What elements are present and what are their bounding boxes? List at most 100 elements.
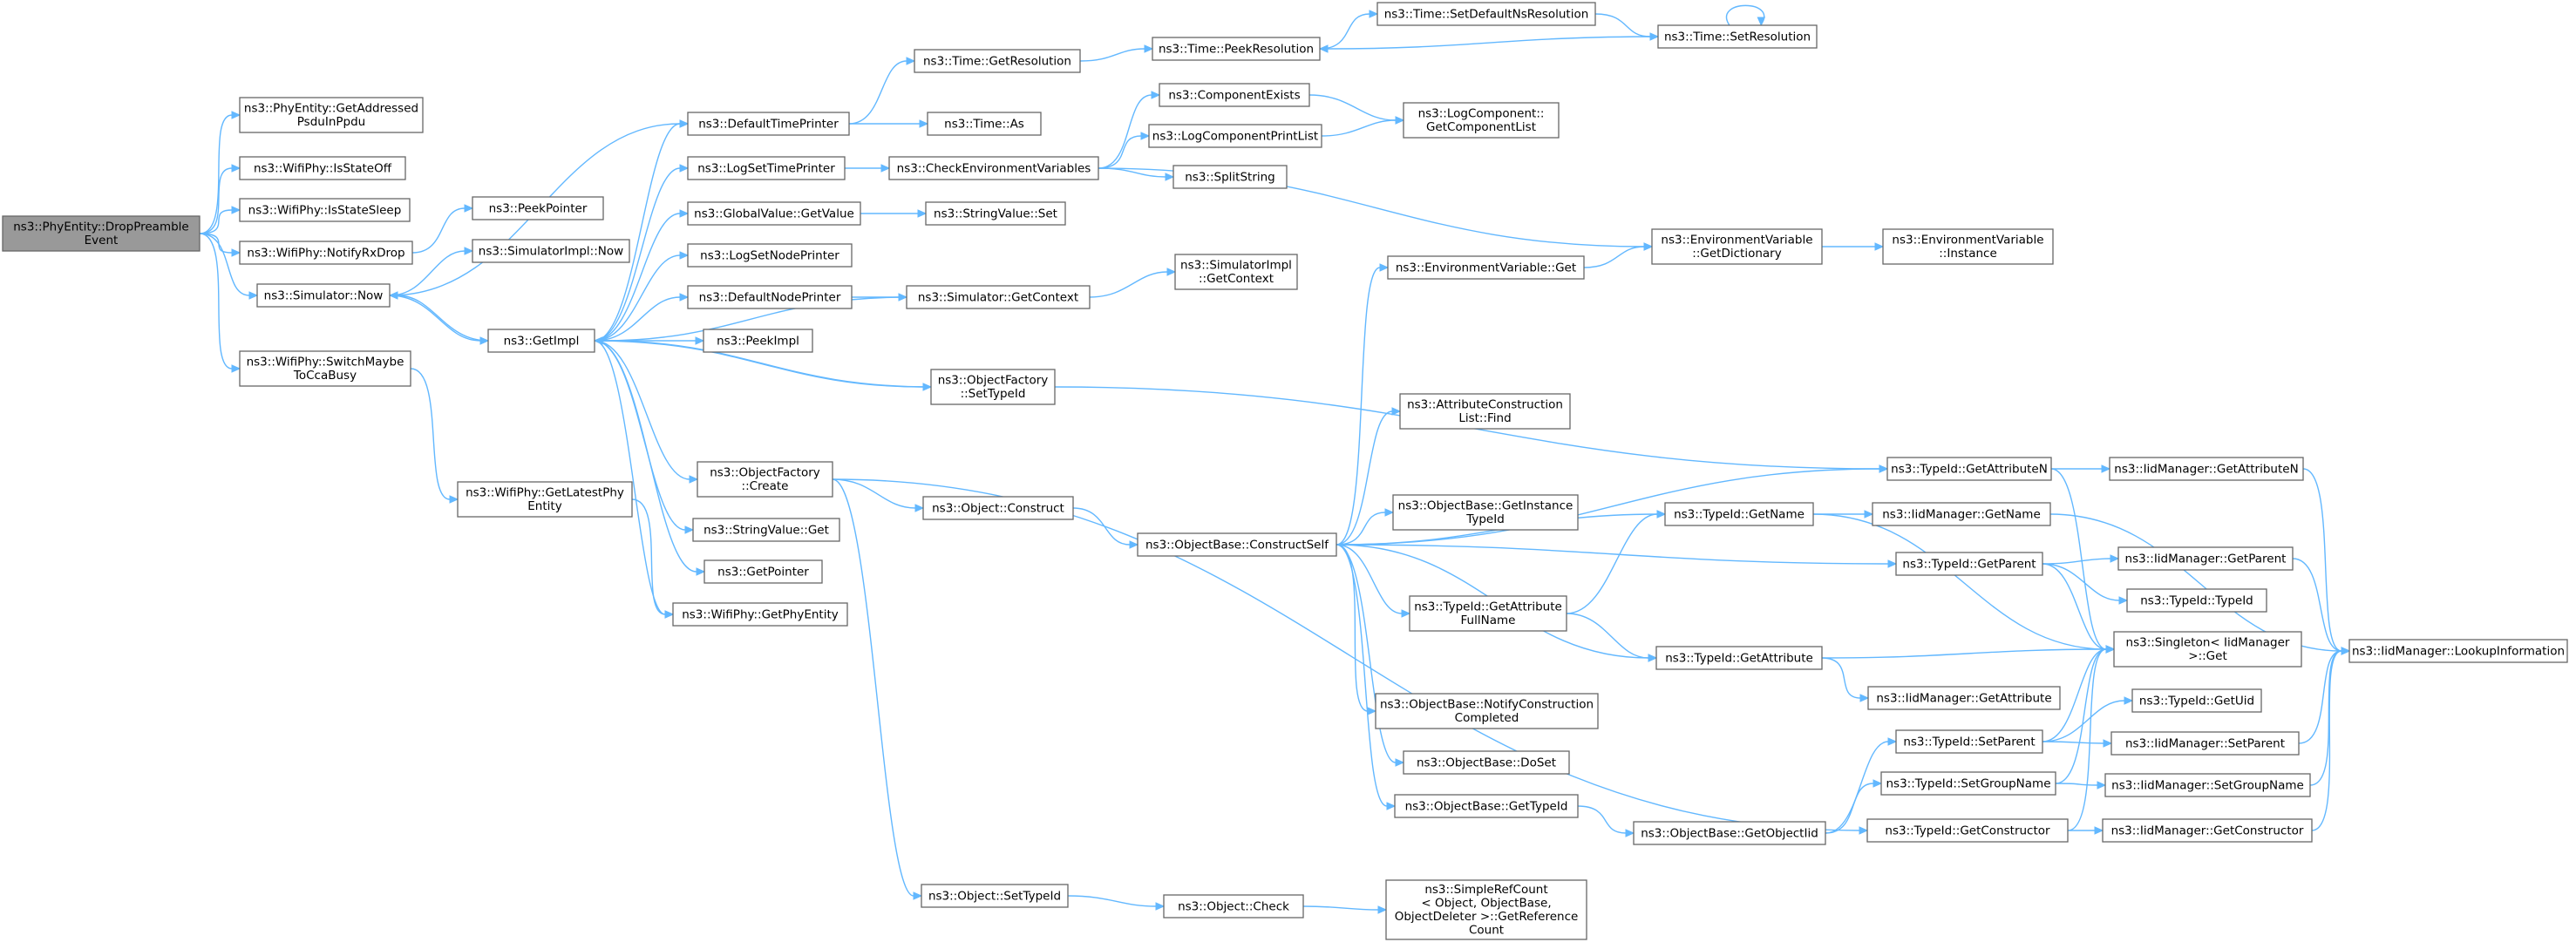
node-getPointer[interactable]: ns3::GetPointer (703, 559, 823, 584)
node-typeIdGetAttributeN[interactable]: ns3::TypeId::GetAttributeN (1886, 457, 2052, 481)
node-iidGetName[interactable]: ns3::IidManager::GetName (1872, 502, 2051, 526)
node-typeIdGetParent[interactable]: ns3::TypeId::GetParent (1895, 552, 2043, 576)
node-simImplNow[interactable]: ns3::SimulatorImpl::Now (472, 239, 630, 263)
node-label-singletonGet-0: ns3::Singleton< IidManager (2126, 636, 2290, 650)
node-typeIdTypeId[interactable]: ns3::TypeId::TypeId (2126, 588, 2267, 613)
node-isStateSleep[interactable]: ns3::WifiPhy::IsStateSleep (239, 198, 411, 222)
node-objectBaseGetObjectIid[interactable]: ns3::ObjectBase::GetObjectIid (1633, 821, 1826, 845)
call-edge-iidGetAttributeN-to-iidLookup (2302, 468, 2342, 652)
node-typeIdSetGroupName[interactable]: ns3::TypeId::SetGroupName (1880, 771, 2056, 796)
node-label-objectFactoryCreate-0: ns3::ObjectFactory (710, 466, 820, 480)
arrowhead-objectFactoryCreate-to-typeIdGetConstructor (1859, 826, 1869, 835)
node-label-peekPointer-0: ns3::PeekPointer (489, 201, 588, 215)
node-simImplGetContext[interactable]: ns3::SimulatorImpl::GetContext (1174, 254, 1298, 290)
node-logComponentPrintList[interactable]: ns3::LogComponentPrintList (1148, 124, 1322, 148)
node-timeGetResolution[interactable]: ns3::Time::GetResolution (914, 49, 1081, 73)
node-box-singletonGet (2113, 631, 2302, 668)
node-box-objectBaseGetTypeId (1394, 794, 1579, 818)
node-label-defaultNodePrinter-0: ns3::DefaultNodePrinter (699, 290, 841, 304)
arrowhead-getImpl-to-globalValueGet (679, 209, 690, 218)
node-iidGetAttribute[interactable]: ns3::IidManager::GetAttribute (1867, 686, 2061, 710)
node-iidGetConstructor[interactable]: ns3::IidManager::GetConstructor (2102, 818, 2313, 843)
node-box-logSetTimePrinter (687, 156, 846, 180)
node-objectFactoryCreate[interactable]: ns3::ObjectFactory::Create (697, 461, 833, 498)
node-iidGetParent[interactable]: ns3::IidManager::GetParent (2117, 546, 2294, 571)
node-iidSetGroupName[interactable]: ns3::IidManager::SetGroupName (2104, 773, 2311, 797)
arrowhead-getImpl-to-defaultTimePrinter (679, 119, 690, 128)
node-checkEnv[interactable]: ns3::CheckEnvironmentVariables (888, 156, 1099, 180)
node-notifyRxDrop[interactable]: ns3::WifiPhy::NotifyRxDrop (239, 241, 413, 265)
arrowhead-typeIdGetAttribute-to-iidGetAttribute (1859, 694, 1870, 702)
call-edge-getImpl-to-logSetNodePrinter (594, 254, 681, 342)
node-objectConstruct[interactable]: ns3::Object::Construct (922, 496, 1074, 520)
node-timePeekResolution[interactable]: ns3::Time::PeekResolution (1152, 37, 1321, 61)
node-box-peekPointer (472, 196, 604, 220)
node-objectBaseGetTypeId[interactable]: ns3::ObjectBase::GetTypeId (1394, 794, 1579, 818)
node-label-objectBaseGetInstance-1: TypeId (1465, 512, 1505, 526)
call-edge-timeSetDefaultNs-to-timeSetResolution (1594, 13, 1651, 37)
node-typeIdGetUid[interactable]: ns3::TypeId::GetUid (2131, 688, 2262, 713)
node-label-defaultTimePrinter-0: ns3::DefaultTimePrinter (698, 117, 839, 131)
node-box-isStateOff (239, 156, 406, 180)
node-envVarInstance[interactable]: ns3::EnvironmentVariable::Instance (1882, 228, 2054, 265)
node-logComponentGetList[interactable]: ns3::LogComponent::GetComponentList (1403, 102, 1560, 139)
call-edge-objectBaseConstructSelf-to-typeIdGetParent (1336, 544, 1889, 565)
node-componentExists[interactable]: ns3::ComponentExists (1159, 83, 1310, 107)
node-label-objectBaseNotify-0: ns3::ObjectBase::NotifyConstruction (1380, 698, 1594, 712)
node-timeSetResolution[interactable]: ns3::Time::SetResolution (1657, 24, 1818, 49)
node-iidGetAttributeN[interactable]: ns3::IidManager::GetAttributeN (2109, 457, 2304, 481)
node-objectSetTypeId[interactable]: ns3::Object::SetTypeId (921, 884, 1069, 908)
node-singletonGet[interactable]: ns3::Singleton< IidManager>::Get (2113, 631, 2302, 668)
node-envVarGetDictionary[interactable]: ns3::EnvironmentVariable::GetDictionary (1651, 228, 1823, 265)
node-objectBaseConstructSelf[interactable]: ns3::ObjectBase::ConstructSelf (1137, 532, 1337, 557)
node-iidSetParent[interactable]: ns3::IidManager::SetParent (2110, 731, 2300, 756)
node-box-peekImpl (703, 329, 813, 353)
node-isStateOff[interactable]: ns3::WifiPhy::IsStateOff (239, 156, 406, 180)
node-box-logSetNodePrinter (687, 243, 853, 268)
node-stringValueGet[interactable]: ns3::StringValue::Get (692, 518, 840, 542)
node-iidLookup[interactable]: ns3::IidManager::LookupInformation (2348, 639, 2568, 663)
node-globalValueGet[interactable]: ns3::GlobalValue::GetValue (687, 201, 861, 226)
node-objectFactorySetTypeId[interactable]: ns3::ObjectFactory::SetTypeId (930, 369, 1056, 405)
node-splitString[interactable]: ns3::SplitString (1172, 165, 1288, 189)
node-stringValueSet[interactable]: ns3::StringValue::Set (925, 201, 1066, 226)
node-timeAs[interactable]: ns3::Time::As (927, 112, 1042, 136)
node-typeIdGetConstructor[interactable]: ns3::TypeId::GetConstructor (1866, 818, 2069, 843)
node-typeIdGetName[interactable]: ns3::TypeId::GetName (1664, 502, 1814, 526)
node-defaultTimePrinter[interactable]: ns3::DefaultTimePrinter (687, 112, 850, 136)
node-getPhyEntity[interactable]: ns3::WifiPhy::GetPhyEntity (672, 602, 848, 627)
node-box-iidSetGroupName (2104, 773, 2311, 797)
node-label-root-1: Event (85, 234, 119, 247)
node-getImpl[interactable]: ns3::GetImpl (487, 329, 595, 353)
call-edge-typeIdGetAttribute-to-singletonGet (1821, 648, 2107, 659)
node-simGetContext[interactable]: ns3::Simulator::GetContext (906, 285, 1091, 309)
node-peekPointer[interactable]: ns3::PeekPointer (472, 196, 604, 220)
call-edge-objectBaseGetObjectIid-to-typeIdSetGroupName (1825, 783, 1874, 834)
node-objectBaseDoSet[interactable]: ns3::ObjectBase::DoSet (1403, 750, 1570, 775)
node-timeSetDefaultNs[interactable]: ns3::Time::SetDefaultNsResolution (1376, 2, 1596, 26)
node-objectCheck[interactable]: ns3::Object::Check (1163, 894, 1304, 918)
node-label-stringValueGet-0: ns3::StringValue::Get (703, 523, 829, 537)
node-logSetNodePrinter[interactable]: ns3::LogSetNodePrinter (687, 243, 853, 268)
node-simulatorNow[interactable]: ns3::Simulator::Now (256, 283, 391, 308)
node-simpleRefCount[interactable]: ns3::SimpleRefCount< Object, ObjectBase,… (1385, 879, 1587, 940)
arrowhead-objectBaseConstructSelf-to-objectBaseGetTypeId (1386, 802, 1397, 810)
node-peekImpl[interactable]: ns3::PeekImpl (703, 329, 813, 353)
node-typeIdGetAttribute[interactable]: ns3::TypeId::GetAttribute (1655, 646, 1823, 670)
node-label-envVarGet-0: ns3::EnvironmentVariable::Get (1396, 261, 1576, 275)
node-objectBaseNotify[interactable]: ns3::ObjectBase::NotifyConstructionCompl… (1375, 693, 1599, 729)
call-edge-root-to-isStateSleep (199, 209, 233, 234)
arrowhead-getImpl-to-objectFactoryCreate (689, 475, 699, 484)
node-logSetTimePrinter[interactable]: ns3::LogSetTimePrinter (687, 156, 846, 180)
node-defaultNodePrinter[interactable]: ns3::DefaultNodePrinter (687, 285, 853, 309)
node-envVarGet[interactable]: ns3::EnvironmentVariable::Get (1387, 255, 1585, 280)
node-label-timeGetResolution-0: ns3::Time::GetResolution (923, 54, 1071, 68)
node-typeIdSetParent[interactable]: ns3::TypeId::SetParent (1895, 729, 2043, 754)
